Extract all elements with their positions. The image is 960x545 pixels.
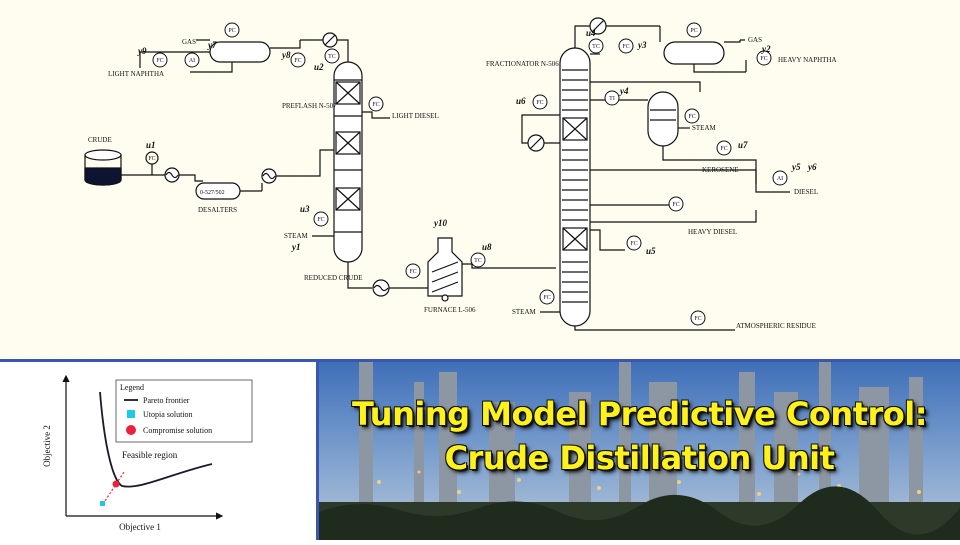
pareto-frontier-curve bbox=[99, 391, 213, 488]
fc-tag: FC bbox=[294, 58, 301, 64]
heavy-diesel-label: HEAVY DIESEL bbox=[688, 228, 737, 236]
preflash-column bbox=[333, 61, 363, 263]
desalters-label: DESALTERS bbox=[198, 206, 237, 214]
tc-tag: TC bbox=[474, 258, 482, 264]
var-u4: u4 bbox=[586, 28, 596, 38]
legend-item-utopia: Utopia solution bbox=[143, 410, 193, 419]
diesel-label: DIESEL bbox=[794, 188, 818, 196]
legend-title: Legend bbox=[120, 383, 144, 392]
legend: Legend Pareto frontier Utopia solution C… bbox=[115, 379, 253, 443]
vertical-divider bbox=[316, 360, 319, 540]
reduced-crude-label: REDUCED CRUDE bbox=[304, 274, 363, 282]
var-y2: y2 bbox=[761, 44, 771, 54]
atmospheric-residue-label: ATMOSPHERIC RESIDUE bbox=[736, 322, 816, 330]
var-u3: u3 bbox=[300, 204, 310, 214]
fc-tag: FC bbox=[148, 156, 155, 162]
fc-tag: FC bbox=[543, 295, 550, 301]
heavy-naphtha-label: HEAVY NAPHTHA bbox=[778, 56, 837, 64]
refinery-illustration bbox=[319, 362, 960, 540]
fc-tag: FC bbox=[720, 146, 727, 152]
furnace bbox=[427, 237, 463, 302]
var-y9: y9 bbox=[137, 46, 147, 56]
fc-tag: FC bbox=[317, 217, 324, 223]
utopia-point bbox=[100, 501, 105, 506]
var-y3: y3 bbox=[637, 40, 647, 50]
legend-circle-swatch bbox=[126, 425, 136, 435]
horizontal-divider bbox=[0, 359, 960, 362]
legend-square-swatch bbox=[127, 410, 135, 418]
fc-tag: FC bbox=[760, 56, 767, 62]
legend-item-compromise: Compromise solution bbox=[143, 426, 212, 435]
process-diagram-panel: PC FC AI FC TC FC FC FC FC TC TC FC PC F… bbox=[0, 0, 960, 360]
pareto-chart-panel: Feasible region Objective 1 Objective 2 … bbox=[0, 362, 316, 540]
utopia-link-line bbox=[102, 471, 125, 505]
pc-tag: PC bbox=[228, 28, 235, 34]
crude-tank bbox=[84, 149, 122, 186]
gas-left-label: GAS bbox=[182, 38, 196, 46]
tc-tag: TC bbox=[592, 44, 600, 50]
steam-left-label: STEAM bbox=[284, 232, 309, 240]
var-u6: u6 bbox=[516, 96, 526, 106]
gas-right-label: GAS bbox=[748, 36, 762, 44]
banner-title: Tuning Model Predictive Control: Crude D… bbox=[319, 392, 960, 480]
var-u8: u8 bbox=[482, 242, 492, 252]
light-naphtha-label: LIGHT NAPHTHA bbox=[108, 70, 164, 78]
fractionator-label: FRACTIONATOR N-506 bbox=[486, 60, 559, 68]
fc-tag: FC bbox=[156, 58, 163, 64]
banner-title-line1: Tuning Model Predictive Control: bbox=[351, 395, 928, 433]
fc-tag: FC bbox=[694, 316, 701, 322]
ai-tag: AI bbox=[189, 58, 195, 64]
var-y7: y7 bbox=[207, 40, 217, 50]
fc-tag: FC bbox=[688, 114, 695, 120]
var-u2: u2 bbox=[314, 62, 324, 72]
preflash-label: PREFLASH N-507 bbox=[282, 102, 337, 110]
var-y1: y1 bbox=[291, 242, 301, 252]
var-u1: u1 bbox=[146, 140, 156, 150]
legend-item-pareto: Pareto frontier bbox=[143, 396, 190, 405]
var-y6: y6 bbox=[807, 162, 817, 172]
desalter-tag: 0-527/502 bbox=[200, 190, 225, 196]
y-axis-label: Objective 2 bbox=[42, 425, 52, 467]
fc-tag: FC bbox=[372, 102, 379, 108]
tc-tag: TC bbox=[328, 54, 336, 60]
fc-tag: FC bbox=[409, 269, 416, 275]
furnace-label: FURNACE L-506 bbox=[424, 306, 476, 314]
compromise-point bbox=[112, 480, 120, 488]
var-u5: u5 bbox=[646, 246, 656, 256]
banner-title-line2: Crude Distillation Unit bbox=[444, 439, 835, 477]
steam-bottom-label: STEAM bbox=[512, 308, 537, 316]
crude-label: CRUDE bbox=[88, 136, 112, 144]
fc-tag: FC bbox=[536, 100, 543, 106]
fc-tag: FC bbox=[630, 241, 637, 247]
kerosene-label: KEROSENE bbox=[702, 166, 739, 174]
fc-tag: FC bbox=[672, 202, 679, 208]
var-u7: u7 bbox=[738, 140, 748, 150]
ai-tag: AI bbox=[777, 176, 783, 182]
pareto-chart: Feasible region Objective 1 Objective 2 … bbox=[42, 374, 253, 532]
feasible-region-label: Feasible region bbox=[122, 450, 178, 460]
fc-tag: FC bbox=[622, 44, 629, 50]
pc-tag: PC bbox=[690, 28, 697, 34]
process-flow-diagram: PC FC AI FC TC FC FC FC FC TC TC FC PC F… bbox=[84, 17, 837, 331]
var-y5: y5 bbox=[791, 162, 801, 172]
x-axis-label: Objective 1 bbox=[119, 522, 161, 532]
var-y10: y10 bbox=[433, 218, 447, 228]
light-diesel-label: LIGHT DIESEL bbox=[392, 112, 439, 120]
var-y8: y8 bbox=[281, 50, 291, 60]
var-y4: y4 bbox=[619, 86, 629, 96]
ti-tag: TI bbox=[609, 96, 615, 102]
steam-right-label: STEAM bbox=[692, 124, 717, 132]
fractionator-column bbox=[559, 47, 591, 327]
refinery-photo: Tuning Model Predictive Control: Crude D… bbox=[319, 362, 960, 540]
